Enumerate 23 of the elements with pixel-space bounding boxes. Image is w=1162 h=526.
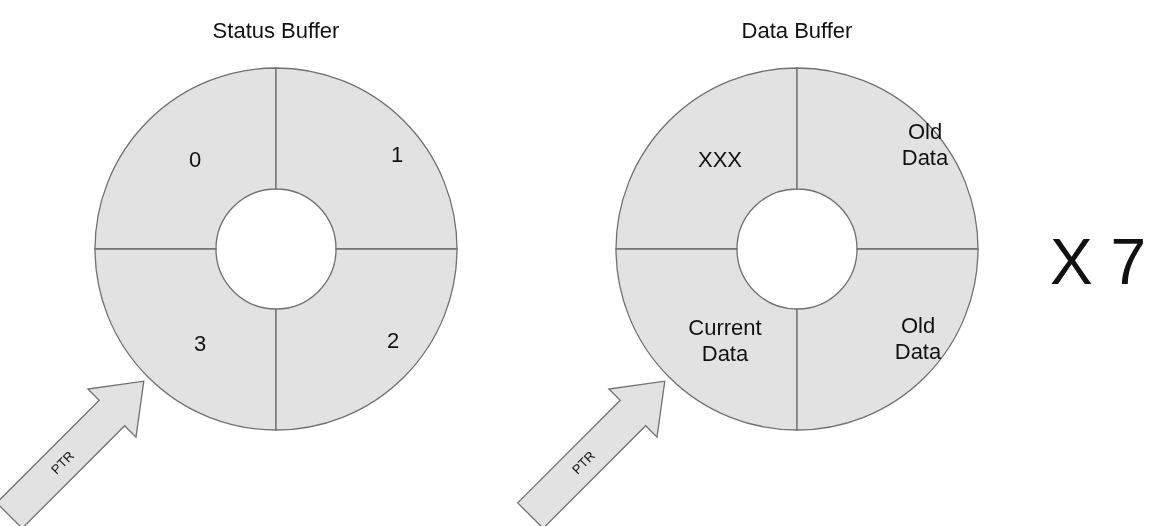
multiplier-label: X 7	[1050, 225, 1147, 299]
ring-segment	[797, 249, 978, 430]
block-arrow	[516, 380, 666, 526]
buffer-title: Status Buffer	[212, 18, 340, 44]
ring-segment	[95, 68, 276, 249]
edge-label: PTR	[568, 448, 598, 478]
segment-label: 2	[385, 327, 401, 355]
block-arrow	[0, 380, 145, 526]
segment-label: Current Data	[687, 314, 763, 368]
ring-segment	[276, 249, 457, 430]
segment-label: 1	[389, 141, 405, 169]
ring-segment	[616, 68, 797, 249]
segment-label: XXX	[697, 146, 743, 174]
edge-label: PTR	[47, 448, 77, 478]
buffer-title: Data Buffer	[741, 18, 853, 44]
segment-label: Old Data	[893, 312, 943, 366]
ring-segment	[797, 68, 978, 249]
segment-label: 0	[187, 146, 203, 174]
segment-label: 3	[192, 330, 208, 358]
segment-label: Old Data	[900, 118, 950, 172]
ring-segment	[95, 249, 276, 430]
ring-segment	[616, 249, 797, 430]
ring-segment	[276, 68, 457, 249]
